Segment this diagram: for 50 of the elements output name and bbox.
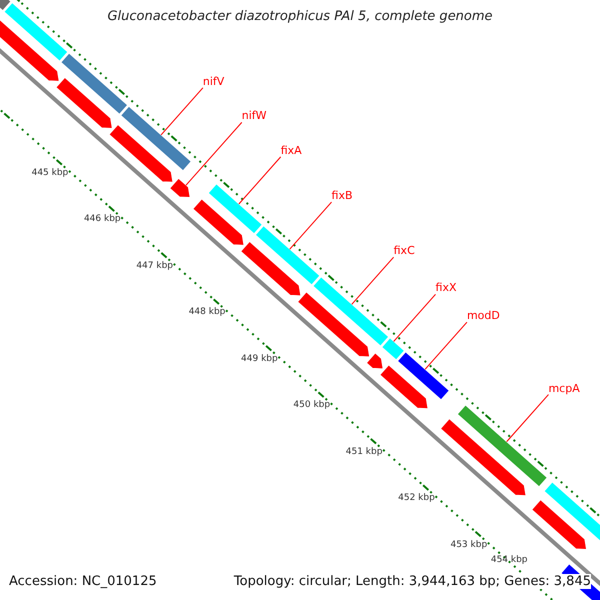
- map-title: Gluconacetobacter diazotrophicus PAl 5, complete genome: [106, 9, 494, 24]
- reverse-gene-block: [440, 418, 526, 496]
- gene-label: fixB: [332, 189, 353, 202]
- gene-block: [60, 52, 128, 114]
- gene-block: [255, 226, 320, 286]
- gene-label: mcpA: [548, 382, 580, 395]
- leader-line: [186, 122, 242, 186]
- gene-block: [0, 0, 12, 11]
- leader-line: [424, 322, 468, 370]
- reverse-gene-block: [532, 500, 587, 550]
- gene-label: fixA: [280, 144, 302, 157]
- gene-block: [208, 184, 262, 234]
- scale-label: 450 kbp: [293, 400, 330, 410]
- gene-label: nifW: [242, 109, 267, 122]
- gene-label: fixX: [436, 281, 456, 294]
- reverse-gene-block: [380, 364, 428, 409]
- scale-label: 451 kbp: [346, 446, 382, 457]
- reverse-gene-block: [297, 292, 370, 358]
- reverse-gene-block: [240, 241, 301, 296]
- leader-line: [238, 156, 282, 204]
- gene-block: [312, 276, 389, 346]
- scale-label: 452 kbp: [398, 493, 435, 504]
- leader-line: [351, 256, 394, 305]
- reverse-gene-block: [108, 124, 174, 182]
- gene-block: [382, 338, 405, 360]
- leader-line: [160, 87, 204, 136]
- gene-block: [397, 352, 450, 400]
- gene-block: [120, 106, 192, 171]
- reverse-gene-block: [366, 352, 384, 369]
- accession-text: Accession: NC_010125: [9, 574, 157, 589]
- scale-label: 449 kbp: [241, 354, 278, 364]
- reverse-gene-block: [192, 198, 244, 246]
- leader-line: [506, 394, 549, 442]
- scale-label: 448 kbp: [188, 307, 226, 318]
- scale-label: 453 kbp: [450, 540, 488, 550]
- reverse-gene-block: [169, 178, 190, 198]
- gene-label: fixC: [394, 244, 415, 258]
- scale-label: 447 kbp: [136, 260, 174, 271]
- leader-line: [289, 202, 332, 250]
- gene-label: nifV: [202, 74, 224, 88]
- scale-label: 454 kbp: [490, 555, 528, 565]
- topology-text: Topology: circular; Length: 3,944,163 bp; Genes: 3,845: [234, 574, 591, 589]
- scale-label: 445 kbp: [32, 168, 68, 178]
- gene-block: [457, 404, 548, 487]
- gene-label: modD: [466, 309, 500, 322]
- scale-label: 446 kbp: [84, 214, 121, 224]
- reverse-gene-block: [56, 77, 112, 129]
- gene-block: [4, 2, 68, 62]
- leader-line: [393, 294, 436, 342]
- gene-block: [544, 482, 600, 543]
